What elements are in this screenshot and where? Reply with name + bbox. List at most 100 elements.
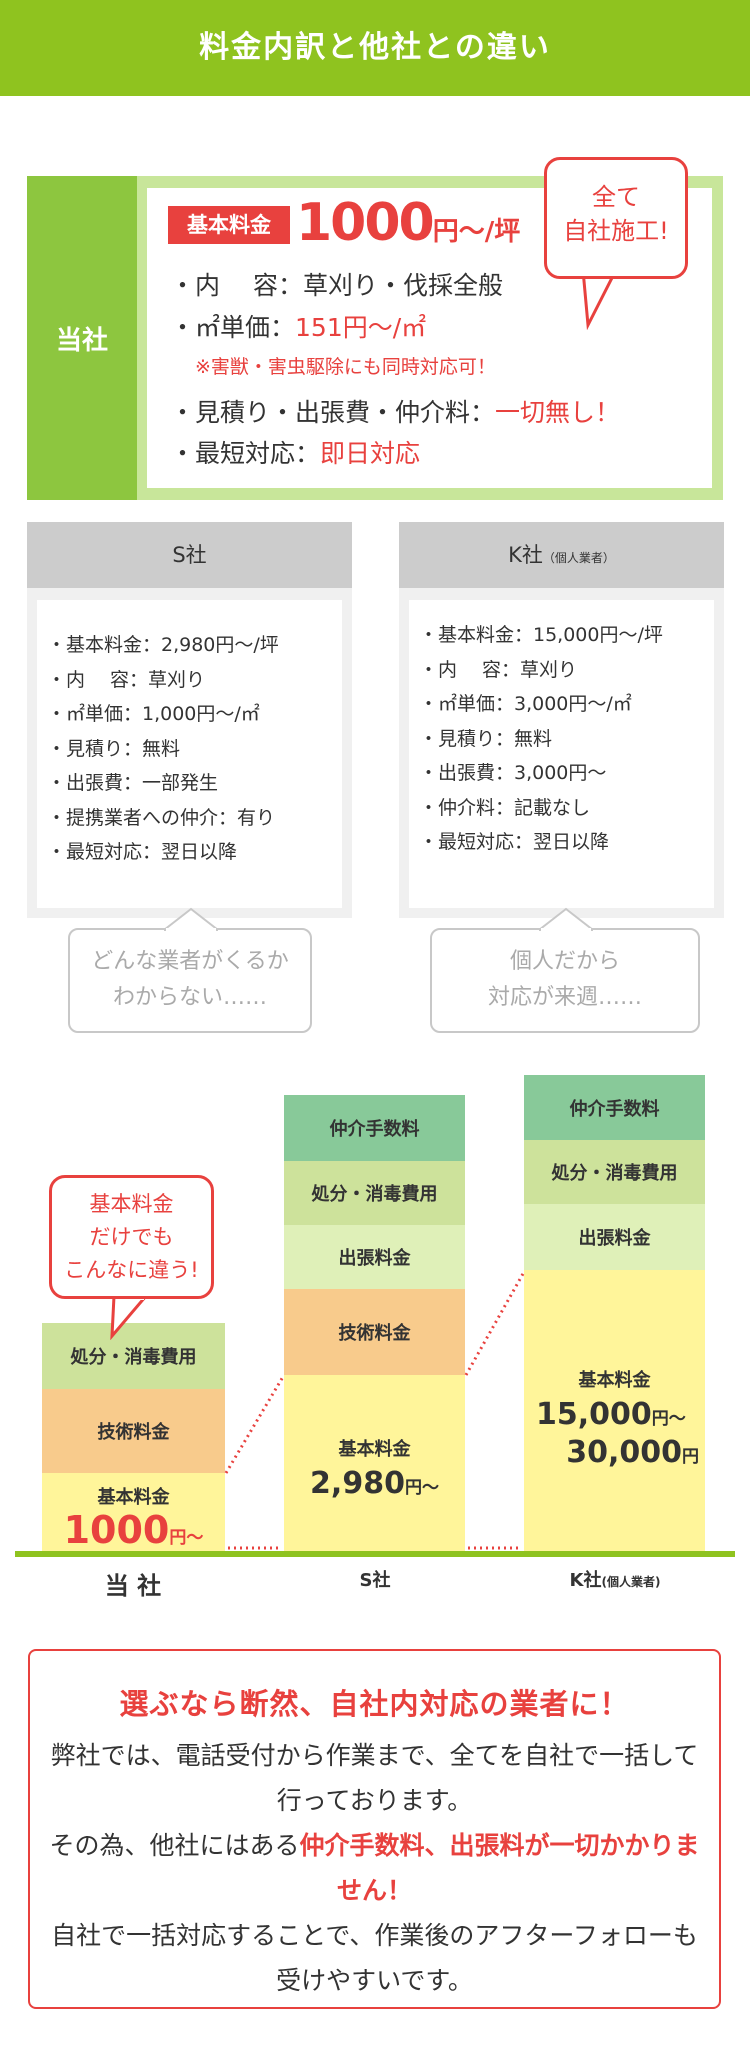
bar-s-company: 仲介手数料 処分・消毒費用 出張料金 技術料金 基本料金 2,980円〜: [284, 1095, 465, 1551]
price-value: 1000: [296, 193, 435, 253]
callout-body: 弊社では、電話受付から作業まで、全てを自社で一括して行っております。 その為、他…: [30, 1733, 719, 2003]
bar-k-company: 仲介手数料 処分・消毒費用 出張料金 基本料金 15,000円〜 30,000円: [524, 1075, 705, 1551]
connector-lines: [15, 1271, 735, 1557]
callout-title: 選ぶなら断然、自社内対応の業者に！: [119, 1687, 630, 1721]
line-value: 151円〜/㎡: [295, 313, 427, 342]
line-value: 即日対応: [320, 439, 421, 468]
x-label-ours: 当 社: [104, 1572, 162, 1600]
base-price-badge: 基本料金: [168, 206, 290, 244]
k-company-list: ・基本料金：15,000円〜/坪 ・内 容：草刈り ・㎡単価：3,000円〜/㎡…: [409, 600, 714, 908]
segment-broker: 仲介手数料: [524, 1075, 705, 1140]
segment-base: 基本料金 2,980円〜: [284, 1375, 465, 1551]
price-unit: 円〜: [651, 1409, 686, 1429]
x-label-k-company: K社(個人業者): [524, 1566, 706, 1592]
bubble-line: こんなに違う!: [64, 1258, 199, 1282]
label: K社: [569, 1570, 602, 1591]
fees-line: ・見積り・出張費・仲介料：一切無し！: [170, 393, 620, 429]
bubble-tail: [164, 907, 218, 931]
segment-disposal: 処分・消毒費用: [524, 1140, 705, 1204]
paragraph: 自社で一括対応することで、作業後のアフターフォローも受けやすいです。: [51, 1921, 698, 1995]
bubble-line: 全て: [592, 183, 640, 211]
line-label: ・最短対応：: [170, 439, 321, 468]
paragraph: その為、他社にはある: [49, 1831, 300, 1860]
segment-base: 基本料金 15,000円〜 30,000円: [524, 1270, 705, 1551]
list-item: ・最短対応：翌日以降: [419, 831, 610, 853]
list-item: ・基本料金：2,980円〜/坪: [47, 634, 279, 656]
segment-tech: 技術料金: [42, 1389, 225, 1473]
dotted-connector: [224, 1374, 286, 1474]
s-company-list: ・基本料金：2,980円〜/坪 ・内 容：草刈り ・㎡単価：1,000円〜/㎡ …: [37, 600, 342, 908]
segment-label: 基本料金: [578, 1370, 651, 1391]
base-price: 2,980円〜: [310, 1467, 439, 1505]
price-value: 2,980: [310, 1466, 405, 1501]
price-unit: 円〜: [169, 1528, 204, 1548]
list-item: ・仲介料：記載なし: [419, 796, 591, 819]
section-title: 料金内訳と他社との違い: [0, 0, 750, 96]
bubble-tail: [539, 907, 593, 931]
k-company-card: K社（個人業者） ・基本料金：15,000円〜/坪 ・内 容：草刈り ・㎡単価：…: [399, 522, 724, 918]
list-item: ・出張費：3,000円〜: [419, 762, 607, 784]
price-unit: 円: [682, 1447, 699, 1467]
company-name: K社: [508, 543, 543, 567]
x-label-s-company: S社: [359, 1570, 391, 1591]
list-item: ・㎡単価：1,000円〜/㎡: [47, 703, 260, 725]
speech-bubble-tail: [581, 270, 618, 330]
segment-disposal: 処分・消毒費用: [42, 1323, 225, 1389]
base-price-max: 30,000円: [566, 1436, 705, 1474]
line-label: ・㎡単価：: [170, 313, 296, 342]
base-price: 1000円〜/坪: [296, 190, 520, 265]
base-price-min: 15,000円〜: [524, 1398, 686, 1436]
price-unit: 円〜: [404, 1478, 439, 1498]
segment-tech: 技術料金: [284, 1289, 465, 1375]
price-value: 15,000: [536, 1397, 652, 1432]
list-item: ・㎡単価：3,000円〜/㎡: [419, 693, 632, 715]
list-item: ・見積り：無料: [419, 727, 553, 750]
list-item: ・内 容：草刈り: [47, 668, 206, 691]
bubble-line: どんな業者がくるか: [91, 949, 289, 974]
line-value: 草刈り・伐採全般: [302, 271, 503, 300]
s-company-card: S社 ・基本料金：2,980円〜/坪 ・内 容：草刈り ・㎡単価：1,000円〜…: [27, 522, 352, 918]
bubble-line: わからない……: [112, 985, 267, 1010]
list-item: ・基本料金：15,000円〜/坪: [419, 624, 663, 646]
price-value: 30,000: [566, 1435, 682, 1470]
segment-label: 基本料金: [97, 1487, 170, 1508]
segment-travel: 出張料金: [284, 1225, 465, 1289]
unit-price-line: ・㎡単価：151円〜/㎡: [170, 308, 426, 344]
list-item: ・最短対応：翌日以降: [47, 841, 238, 863]
content-line: ・内 容：草刈り・伐採全般: [170, 266, 503, 302]
price-value: 1000: [63, 1508, 170, 1552]
dotted-connector: [464, 1271, 526, 1376]
k-company-header: K社（個人業者）: [399, 522, 724, 588]
sublabel: (個人業者): [601, 1575, 661, 1589]
response-line: ・最短対応：即日対応: [170, 434, 420, 470]
price-unit: 円〜/坪: [432, 217, 521, 247]
in-house-callout: 選ぶなら断然、自社内対応の業者に！ 弊社では、電話受付から作業まで、全てを自社で…: [28, 1649, 721, 2009]
company-type: （個人業者）: [542, 551, 615, 565]
segment-broker: 仲介手数料: [284, 1095, 465, 1161]
list-item: ・提携業者への仲介：有り: [47, 806, 276, 829]
chart-baseline: [15, 1551, 735, 1557]
bubble-line: だけでも: [89, 1225, 174, 1249]
bubble-line: 対応が来週……: [487, 985, 642, 1010]
k-company-comment-bubble: 個人だから対応が来週……: [430, 928, 700, 1033]
segment-disposal: 処分・消毒費用: [284, 1161, 465, 1225]
in-house-speech-bubble: 全て自社施工!: [544, 157, 688, 279]
bubble-line: 自社施工!: [563, 217, 669, 245]
list-item: ・出張費：一部発生: [47, 772, 219, 794]
s-company-comment-bubble: どんな業者がくるかわからない……: [68, 928, 312, 1033]
line-label: ・見積り・出張費・仲介料：: [170, 398, 496, 427]
segment-base: 基本料金 1000円〜: [42, 1473, 225, 1551]
segment-label: 基本料金: [338, 1439, 411, 1460]
speech-bubble-tail: [110, 1296, 148, 1340]
s-company-header: S社: [27, 522, 352, 588]
line-label: ・内 容：: [170, 271, 303, 300]
list-item: ・内 容：草刈り: [419, 658, 578, 681]
difference-speech-bubble: 基本料金 だけでも こんなに違う!: [49, 1175, 214, 1299]
paragraph: 弊社では、電話受付から作業まで、全てを自社で一括して行っております。: [50, 1741, 699, 1815]
bubble-line: 基本料金: [89, 1192, 174, 1216]
base-price: 1000円〜: [64, 1509, 204, 1559]
bar-ours: 処分・消毒費用 技術料金 基本料金 1000円〜: [42, 1323, 225, 1551]
highlight: 仲介手数料、出張料が一切かかりません！: [299, 1831, 700, 1905]
line-value: 一切無し！: [495, 398, 621, 427]
list-item: ・見積り：無料: [47, 737, 181, 760]
